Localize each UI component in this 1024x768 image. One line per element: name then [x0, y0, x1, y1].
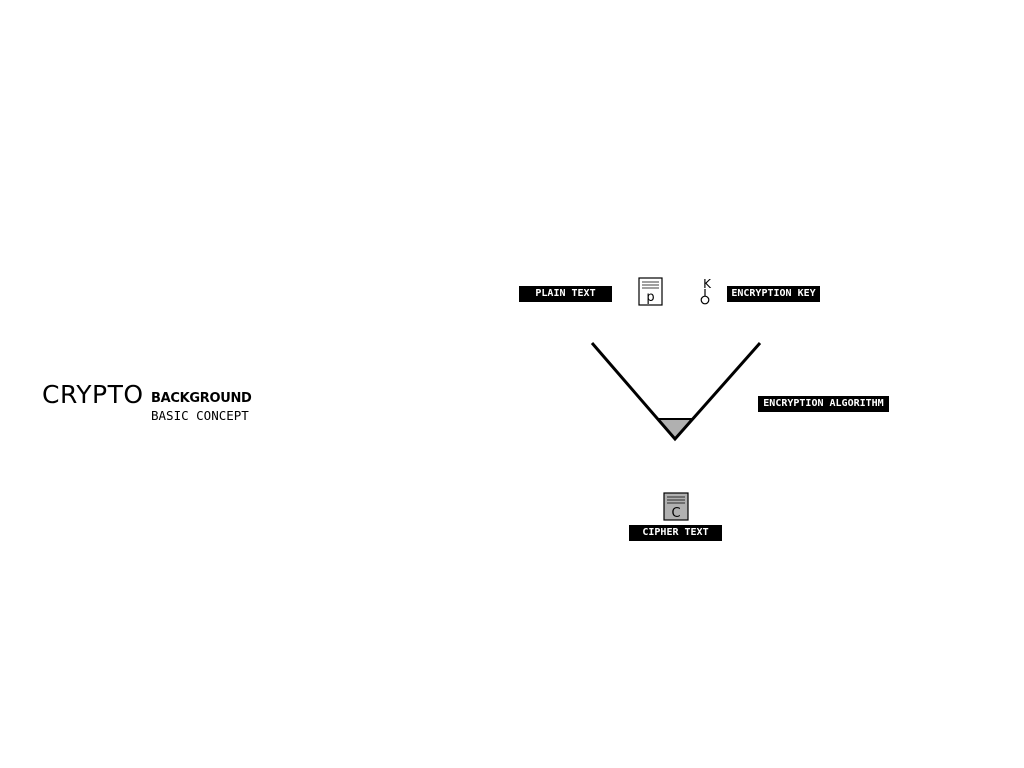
ciphertext-letter: C: [671, 506, 680, 521]
ciphertext-document-icon: C: [663, 492, 689, 521]
key-letter: K: [703, 277, 712, 291]
title-subtitle-secondary: BASIC CONCEPT: [151, 408, 249, 423]
cipher-text-label: CIPHER TEXT: [629, 525, 722, 541]
funnel-icon: [590, 342, 762, 442]
plaintext-letter: p: [646, 290, 654, 305]
plaintext-document-icon: p: [638, 277, 663, 306]
encryption-algorithm-label: ENCRYPTION ALGORITHM: [758, 396, 889, 412]
encryption-key-label: ENCRYPTION KEY: [727, 286, 820, 302]
title-subtitle: BACKGROUND: [151, 391, 252, 406]
key-icon: K: [700, 277, 712, 305]
plain-text-label: PLAIN TEXT: [519, 286, 612, 302]
title-main: CRYPTO: [42, 380, 144, 409]
